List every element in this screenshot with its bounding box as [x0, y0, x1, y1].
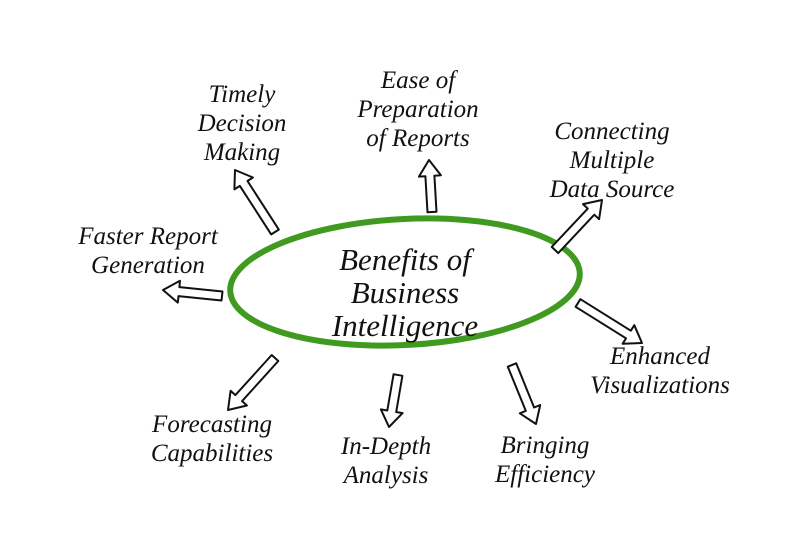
benefit-faster-report-generation: Faster Report Generation [78, 222, 218, 280]
benefit-bringing-efficiency: Bringing Efficiency [495, 431, 595, 489]
label-line: Making [203, 139, 281, 166]
benefit-ease-of-preparation: Ease of Preparation of Reports [357, 66, 478, 153]
label-line: Faster Report [78, 223, 218, 250]
label-line: Enhanced [610, 343, 710, 370]
label-line: Connecting [554, 118, 670, 145]
arrow-icon [227, 354, 280, 411]
benefit-forecasting-capabilities: Forecasting Capabilities [151, 410, 273, 468]
label-line: Generation [91, 252, 205, 279]
arrow-icon [233, 169, 280, 236]
center-line: Business [350, 275, 460, 310]
label-line: Preparation [357, 96, 479, 123]
arrow-icon [379, 373, 404, 428]
arrow-icon [550, 199, 603, 255]
benefit-connecting-data-sources: Connecting Multiple Data Source [550, 117, 675, 204]
label-line: of Reports [366, 125, 470, 152]
label-line: Timely [208, 81, 276, 108]
center-title: Benefits of Business Intelligence [332, 243, 478, 342]
benefit-timely-decision-making: Timely Decision Making [198, 80, 287, 167]
arrow-icon [417, 159, 442, 214]
label-line: Visualizations [590, 372, 730, 399]
label-line: Multiple [569, 147, 655, 174]
center-ellipse [227, 215, 583, 349]
label-line: Analysis [343, 462, 429, 489]
label-line: In-Depth [340, 433, 432, 460]
label-line: Ease of [380, 67, 456, 94]
label-line: Decision [197, 110, 287, 137]
label-line: Data Source [549, 176, 675, 203]
label-line: Bringing [500, 432, 590, 459]
arrow-icon [506, 362, 542, 425]
label-line: Capabilities [150, 440, 274, 467]
label-line: Forecasting [152, 411, 272, 438]
center-line: Benefits of [339, 242, 471, 277]
benefit-enhanced-visualizations: Enhanced Visualizations [590, 342, 730, 400]
label-line: Efficiency [495, 461, 595, 488]
benefit-in-depth-analysis: In-Depth Analysis [341, 432, 431, 490]
arrow-icon [574, 298, 643, 345]
arrow-icon [162, 279, 224, 304]
center-line: Intelligence [331, 308, 479, 343]
